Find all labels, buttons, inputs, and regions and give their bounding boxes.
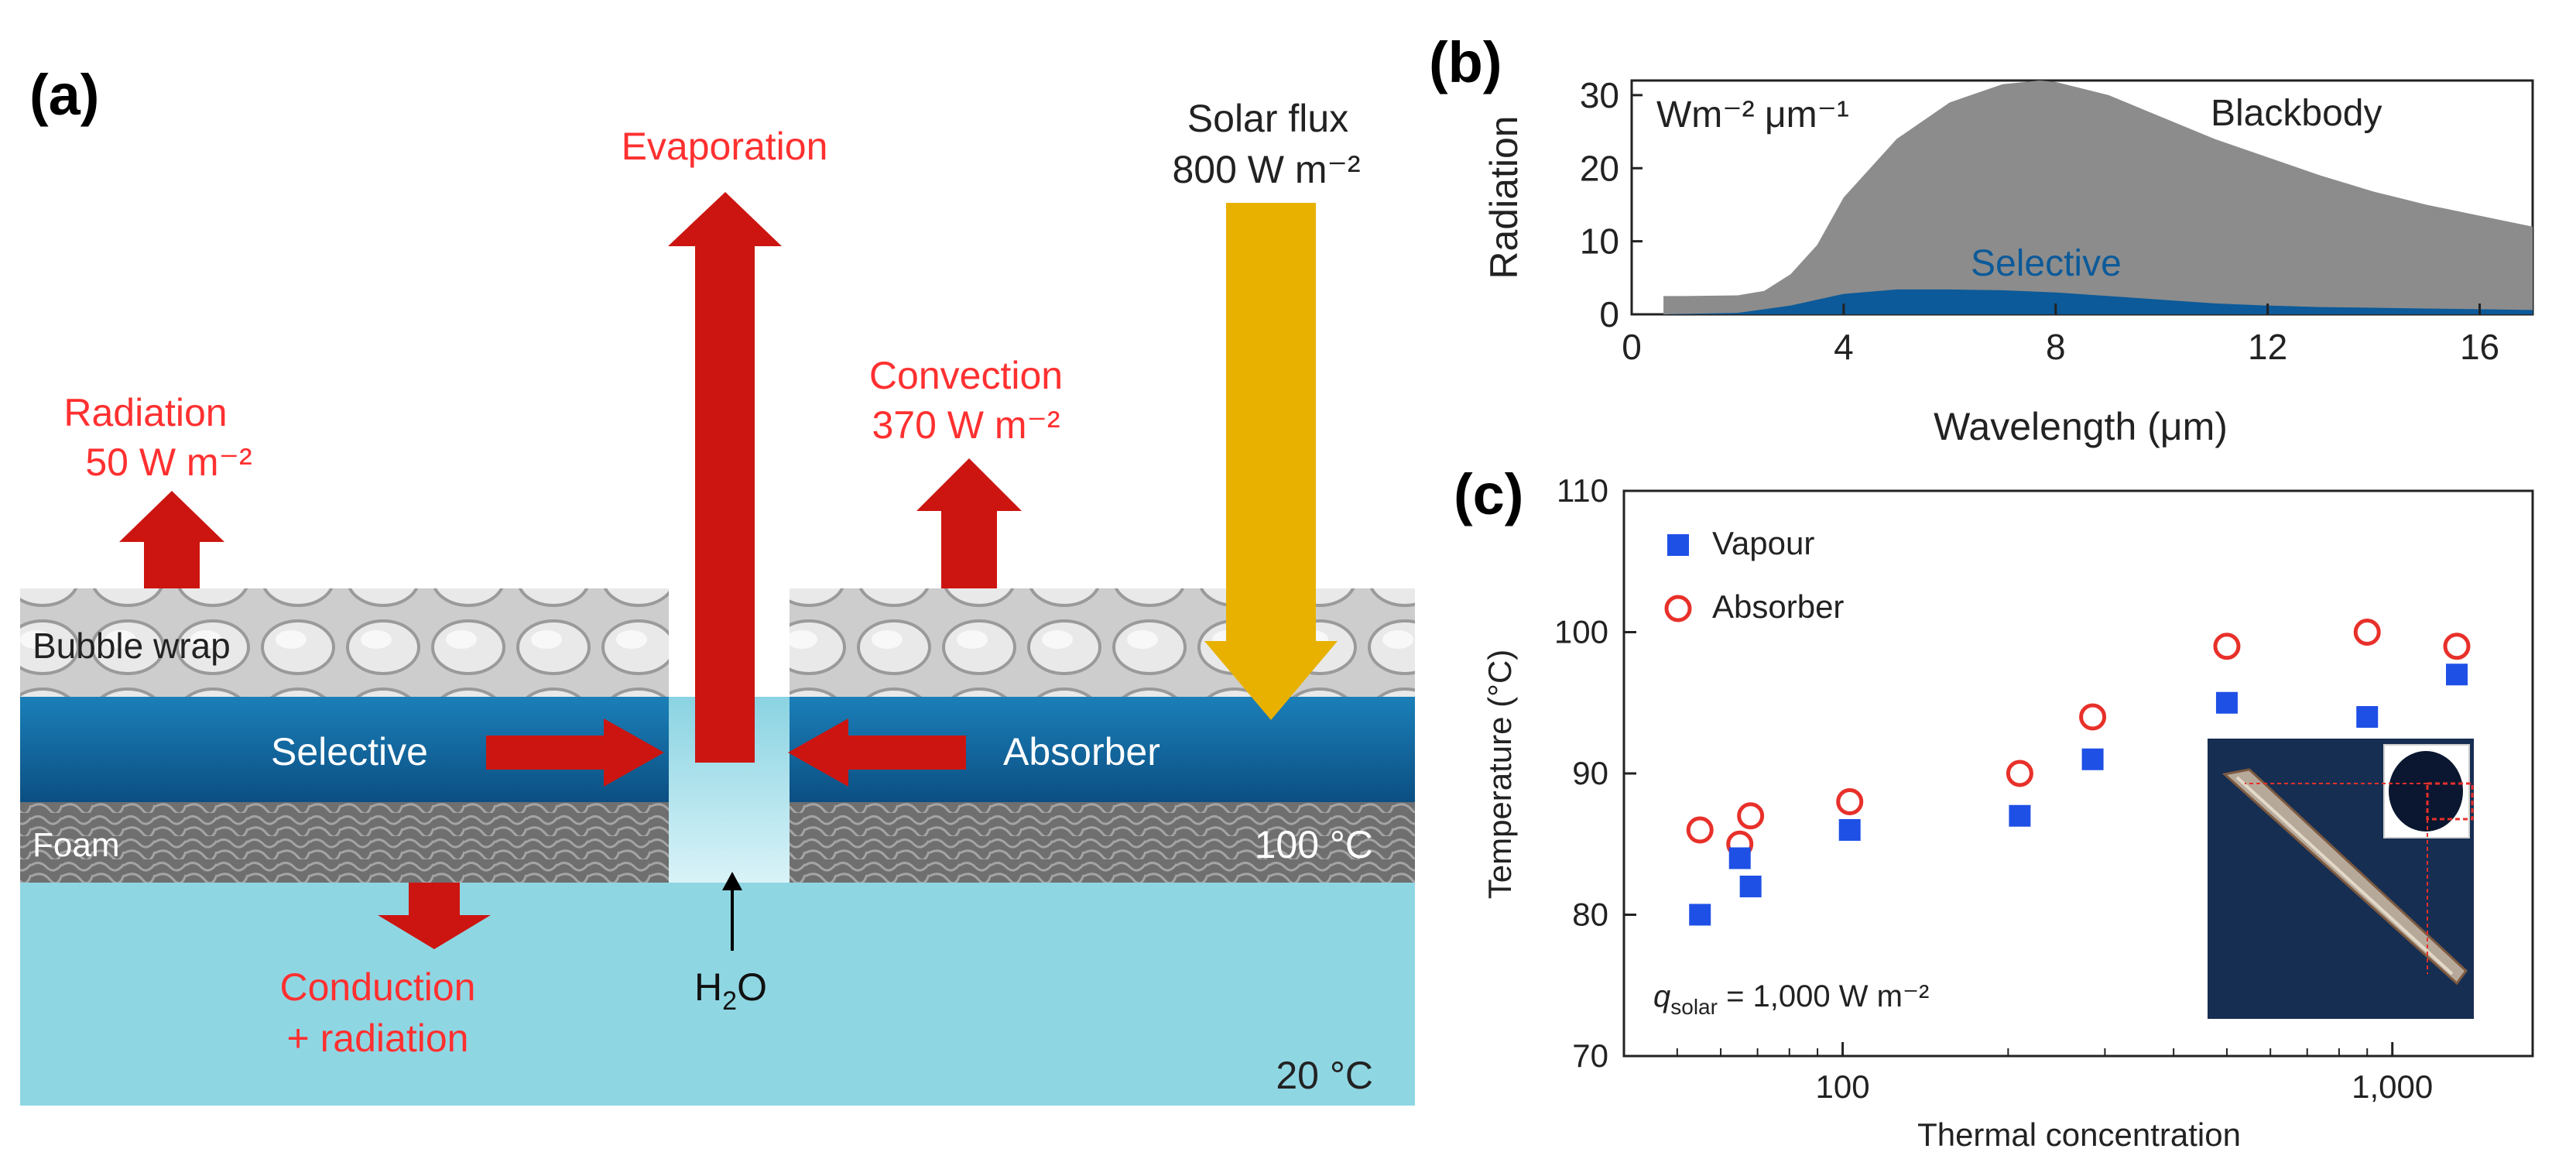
inset-photo [2208, 739, 2474, 1019]
vapour-point [2356, 706, 2379, 728]
legend-absorber-label: Absorber [1712, 588, 1844, 625]
evaporation-arrow [668, 192, 782, 763]
area-blackbody [1663, 81, 2533, 314]
panel-b-label: (b) [1429, 30, 1502, 94]
absorber-point [2353, 619, 2381, 646]
vapour-point [2009, 804, 2031, 827]
vapour-point [2446, 664, 2468, 686]
water-label: H2O [694, 965, 767, 1016]
vapour-point [2081, 748, 2104, 770]
foam-layer-left [20, 802, 669, 883]
vapour-point [1728, 847, 1751, 869]
convection-arrow [916, 458, 1022, 588]
panel-b-axes: 0 4 8 12 16 0 10 20 30 [1580, 75, 2499, 367]
radiation-title: Radiation [63, 391, 227, 434]
vapour-point [1689, 904, 1711, 926]
foam-label: Foam [33, 826, 119, 864]
panel-c: (c) 100 1,000 70 80 90 100 110 Vapour Absorber… [1454, 462, 2534, 1153]
vapour-point [1838, 819, 1861, 841]
bubble-wrap-left [20, 588, 669, 697]
absorber-point [1737, 802, 1765, 830]
water-inflow-arrowhead [722, 872, 742, 890]
y-tick-label-0: 0 [1599, 294, 1619, 334]
absorber-point [2443, 633, 2471, 660]
vapour-point [2215, 691, 2238, 714]
x-tick-label-12: 12 [2248, 327, 2287, 367]
x-tick-label-4: 4 [1834, 327, 1854, 367]
temp-top-label: 100 °C [1255, 823, 1373, 866]
y-tick-label-70: 70 [1572, 1037, 1608, 1074]
panel-b-units: Wm⁻² μm⁻¹ [1656, 94, 1849, 135]
selective-series-label: Selective [1971, 243, 2122, 284]
convection-value: 370 W m⁻² [872, 403, 1060, 447]
absorber-heat-arrow [788, 718, 966, 787]
evaporation-label: Evaporation [622, 125, 828, 168]
y-tick-label-90: 90 [1572, 755, 1608, 791]
solar-flux-value: 800 W m⁻² [1172, 148, 1360, 191]
x-tick-label-8: 8 [2046, 327, 2066, 367]
y-tick-label-30: 30 [1580, 75, 1619, 115]
legend-vapour-marker [1667, 534, 1689, 556]
selective-label: Selective [271, 730, 428, 773]
x-tick-label-16: 16 [2460, 327, 2499, 367]
x-tick-label-100: 100 [1816, 1068, 1870, 1105]
panel-a-label: (a) [29, 63, 99, 127]
water-bath [20, 883, 1415, 1106]
y-tick-label-100: 100 [1554, 614, 1608, 650]
solar-flux-arrow [1204, 203, 1338, 720]
absorber-label: Absorber [1003, 730, 1160, 773]
q-solar-annotation: qsolar = 1,000 W m⁻² [1653, 979, 1929, 1019]
panel-b-ylabel: Radiation [1482, 115, 1526, 279]
absorber-point [2079, 703, 2107, 731]
panel-b-xlabel: Wavelength (μm) [1934, 405, 2228, 448]
radiation-arrow [119, 491, 224, 588]
panel-c-legend: Vapour Absorber [1664, 525, 1844, 625]
legend-absorber-marker [1664, 595, 1692, 622]
y-tick-label-20: 20 [1580, 148, 1619, 188]
conduction-arrow [378, 883, 491, 949]
panel-c-ylabel: Temperature (°C) [1482, 650, 1518, 900]
x-tick-label-0: 0 [1622, 327, 1642, 367]
absorber-point [1836, 788, 1864, 815]
absorber-point [1686, 816, 1714, 844]
panel-a: (a) Evaporation Solar flux 800 W m⁻² [20, 63, 1415, 1106]
convection-title: Convection [869, 354, 1063, 397]
panel-c-label: (c) [1454, 462, 1523, 526]
absorber-point [2213, 633, 2241, 660]
absorber-point [2006, 760, 2033, 787]
panel-c-axes: 100 1,000 70 80 90 100 110 [1554, 472, 2433, 1105]
bubble-wrap-label: Bubble wrap [33, 626, 231, 666]
legend-vapour-label: Vapour [1712, 525, 1814, 561]
area-selective [1663, 289, 2533, 314]
foam-layer-right [790, 802, 1415, 883]
vapour-point [1739, 876, 1762, 897]
y-tick-label-10: 10 [1580, 221, 1619, 262]
conduction-label-line2: + radiation [287, 1017, 469, 1060]
solar-flux-title: Solar flux [1187, 97, 1348, 140]
conduction-label-line1: Conduction [280, 965, 476, 1009]
radiation-value: 50 W m⁻² [85, 441, 252, 484]
selective-heat-arrow [486, 718, 664, 787]
y-tick-label-110: 110 [1557, 472, 1608, 509]
panel-b: (b) 0 4 8 12 16 0 10 20 30 Wm⁻² μm⁻¹ Blackbody S… [1429, 30, 2534, 448]
y-tick-label-80: 80 [1572, 897, 1608, 933]
x-tick-label-1000: 1,000 [2352, 1068, 2433, 1105]
panel-c-points [1686, 619, 2471, 926]
panel-b-areas [1663, 81, 2533, 314]
temp-bottom-label: 20 °C [1276, 1054, 1373, 1097]
panel-c-xlabel: Thermal concentration [1917, 1116, 2241, 1153]
blackbody-label: Blackbody [2211, 93, 2382, 134]
